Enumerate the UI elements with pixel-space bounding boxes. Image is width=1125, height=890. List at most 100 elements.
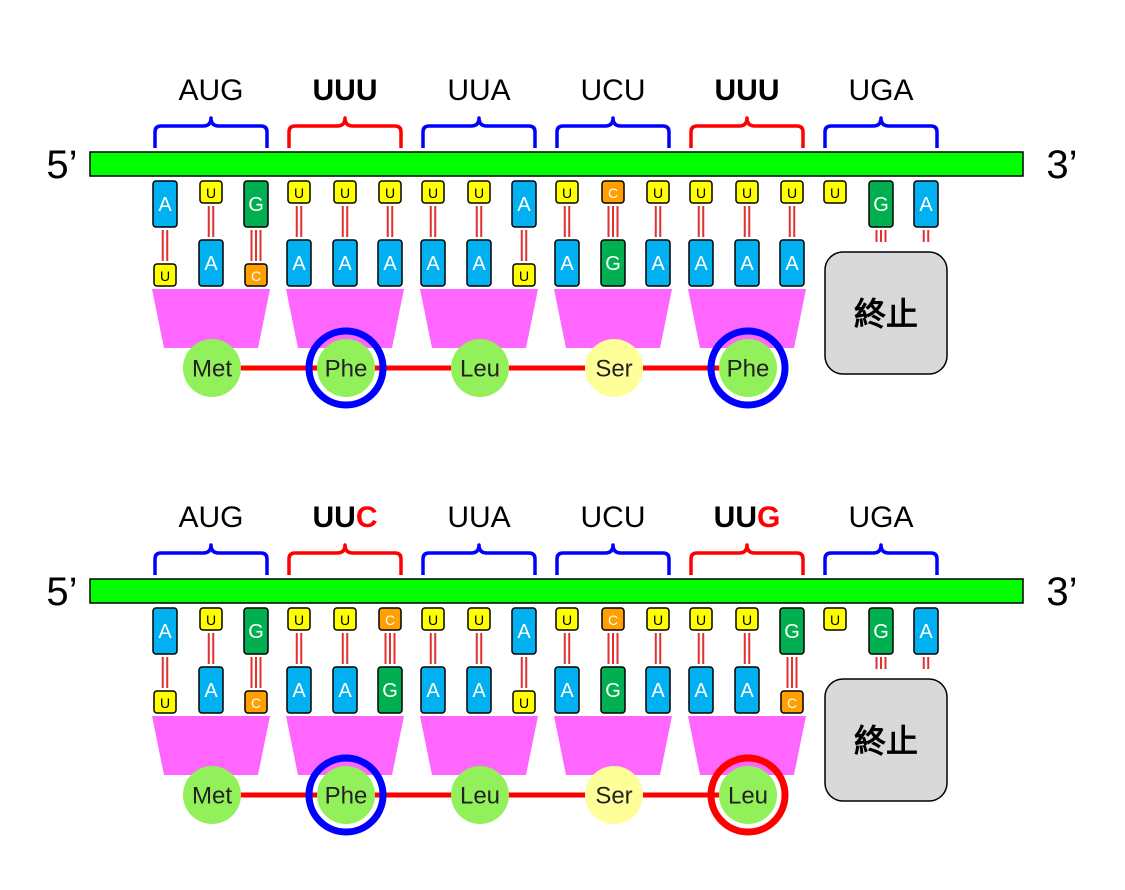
base-A <box>779 239 805 287</box>
base-letter-A: A <box>919 621 933 643</box>
base-letter-U: U <box>294 185 304 201</box>
base-letter-C: C <box>608 185 618 201</box>
base-letter-A: A <box>694 253 708 275</box>
base-C <box>244 690 268 714</box>
codon-brace <box>287 116 403 148</box>
base-letter-A: A <box>560 253 574 275</box>
base-letter-G: G <box>248 621 264 643</box>
codon-label: UUU <box>715 74 780 107</box>
codon-brace <box>555 116 671 148</box>
base-letter-C: C <box>251 268 261 284</box>
codon-label-part: UUU <box>715 74 780 107</box>
codon-label-part: UGA <box>848 74 913 107</box>
base-A <box>152 607 178 655</box>
base-letter-A: A <box>426 680 440 702</box>
codon-label: UGA <box>848 74 913 107</box>
codon-brace <box>153 543 269 575</box>
base-letter-G: G <box>873 621 889 643</box>
base-letter-A: A <box>383 253 397 275</box>
base-letter-U: U <box>206 612 216 628</box>
amino-acid-circle <box>317 339 375 397</box>
codon-brace <box>689 116 805 148</box>
base-letter-A: A <box>292 680 306 702</box>
trna-body <box>152 289 270 348</box>
base-U <box>199 607 223 631</box>
codon-label-part: UUA <box>447 74 510 107</box>
base-letter-A: A <box>472 253 486 275</box>
base-letter-U: U <box>787 185 797 201</box>
base-U <box>823 180 847 204</box>
trna-body <box>554 289 672 348</box>
base-letter-U: U <box>294 612 304 628</box>
base-letter-A: A <box>292 253 306 275</box>
base-letter-U: U <box>519 268 529 284</box>
base-A <box>645 239 671 287</box>
base-U <box>153 263 177 287</box>
base-A <box>645 666 671 714</box>
codon-label-part: UUU <box>313 74 378 107</box>
base-U <box>421 607 445 631</box>
base-letter-U: U <box>428 185 438 201</box>
panel-mutated: 5’3’AUGAUUAGCMetUUCUAUACGPheUUAUAUAAULeu… <box>46 501 1078 836</box>
amino-acid-circle <box>719 766 777 824</box>
codon-label-part: UU <box>714 501 757 534</box>
base-C <box>378 607 402 631</box>
base-U <box>646 607 670 631</box>
mrna-strand <box>89 578 1024 604</box>
trna-body <box>286 716 404 775</box>
codon-label-part: UUA <box>447 501 510 534</box>
base-A <box>554 666 580 714</box>
base-letter-U: U <box>160 695 170 711</box>
codon-brace <box>823 543 939 575</box>
base-U <box>780 180 804 204</box>
base-letter-U: U <box>696 185 706 201</box>
codon-label: AUG <box>178 74 243 107</box>
amino-acid-circle <box>451 339 509 397</box>
amino-acid-circle <box>451 766 509 824</box>
highlight-ring <box>305 327 387 409</box>
base-letter-U: U <box>830 612 840 628</box>
base-U <box>689 607 713 631</box>
amino-acid-label: Ser <box>595 356 632 383</box>
base-U <box>823 607 847 631</box>
trna-body <box>688 289 806 348</box>
base-A <box>688 239 714 287</box>
base-A <box>554 239 580 287</box>
base-A <box>198 239 224 287</box>
base-U <box>378 180 402 204</box>
codon-label: UUA <box>447 74 510 107</box>
highlight-ring <box>707 327 789 409</box>
stop-box <box>824 251 948 375</box>
base-letter-C: C <box>251 695 261 711</box>
base-A <box>332 666 358 714</box>
base-A <box>198 666 224 714</box>
codon-brace <box>153 116 269 148</box>
trna-body <box>688 716 806 775</box>
base-A <box>332 239 358 287</box>
base-U <box>467 180 491 204</box>
three-prime-label: 3’ <box>1046 143 1077 187</box>
base-A <box>511 180 537 228</box>
amino-acid-label: Leu <box>460 356 500 383</box>
base-A <box>466 666 492 714</box>
base-letter-U: U <box>474 612 484 628</box>
codon-label: UCU <box>581 501 646 534</box>
base-A <box>688 666 714 714</box>
base-letter-C: C <box>787 695 797 711</box>
panel-original: 5’3’AUGAUUAGCMetUUUUAUAUAPheUUAUAUAAULeu… <box>46 74 1078 409</box>
base-letter-A: A <box>338 680 352 702</box>
base-G <box>377 666 403 714</box>
base-letter-U: U <box>653 185 663 201</box>
codon-label-part: AUG <box>178 74 243 107</box>
base-letter-A: A <box>426 253 440 275</box>
base-letter-U: U <box>474 185 484 201</box>
amino-acid-label: Met <box>192 783 232 810</box>
trna-body <box>152 716 270 775</box>
codon-brace <box>421 116 537 148</box>
